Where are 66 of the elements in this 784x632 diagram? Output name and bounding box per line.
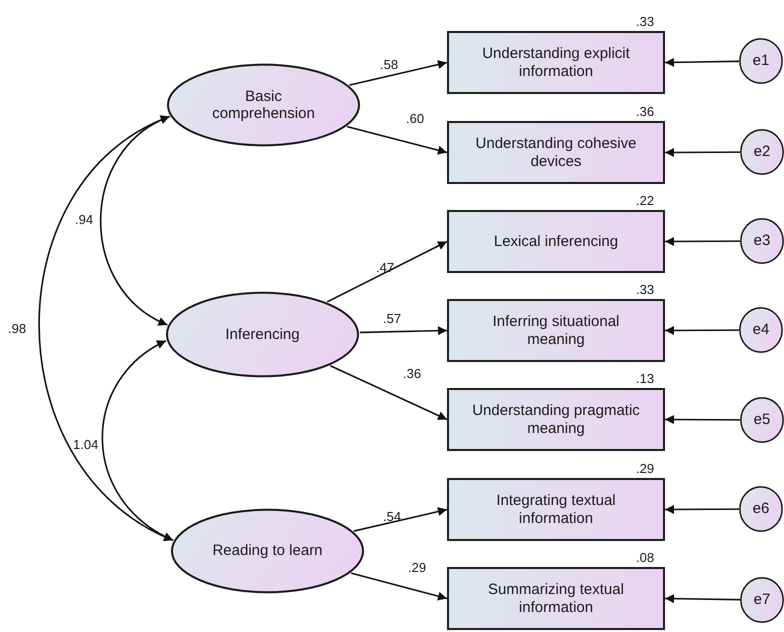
node-label: Reading to learn <box>212 542 323 560</box>
edge-label: 1.04 <box>73 438 98 451</box>
observed-variable-box <box>447 299 665 362</box>
node-label: e4 <box>752 321 770 339</box>
observed-variable-box <box>447 478 665 541</box>
arrow <box>665 415 740 424</box>
arrow <box>330 365 448 420</box>
node-label: Understanding explicit information <box>481 45 631 80</box>
arrow <box>665 148 740 157</box>
node-label: Summarizing textual information <box>487 581 625 616</box>
error-term-circle <box>739 38 783 84</box>
arrow <box>665 326 739 335</box>
latent-variable-ellipse <box>170 508 365 594</box>
node-label: Basic comprehension <box>211 88 316 122</box>
arrow <box>349 60 448 86</box>
edge-label: .57 <box>383 312 402 325</box>
edge-label: .29 <box>408 561 426 574</box>
node-label: Understanding pragmatic meaning <box>471 402 641 437</box>
node-label: e1 <box>752 52 770 70</box>
observed-variable-box <box>447 121 665 184</box>
edge-label: .36 <box>403 367 422 380</box>
latent-variable-ellipse <box>165 291 360 378</box>
edge-label: .94 <box>75 213 94 226</box>
observed-variable-box <box>447 388 665 451</box>
node-label: e7 <box>754 591 770 609</box>
error-term-circle <box>739 307 783 353</box>
arrow <box>102 340 174 541</box>
edge-label: .54 <box>383 510 402 523</box>
error-term-circle <box>740 577 784 623</box>
r-squared-value: .29 <box>636 462 654 475</box>
arrow <box>350 572 448 601</box>
r-squared-value: .08 <box>636 551 654 564</box>
arrow <box>664 594 740 604</box>
error-term-circle <box>740 129 784 175</box>
node-label: e3 <box>754 232 770 250</box>
observed-variable-box <box>447 567 665 630</box>
error-term-circle <box>740 218 784 264</box>
r-squared-value: .36 <box>636 105 654 118</box>
node-label: Inferencing <box>225 326 300 344</box>
arrow <box>665 504 739 514</box>
node-label: Lexical inferencing <box>494 232 618 250</box>
edge-label: .60 <box>406 112 424 125</box>
latent-variable-ellipse <box>166 63 361 147</box>
r-squared-value: .33 <box>636 15 654 28</box>
r-squared-value: .33 <box>636 283 654 296</box>
node-label: e2 <box>754 143 770 161</box>
error-term-circle <box>740 397 784 443</box>
edge-label: .47 <box>376 261 394 274</box>
arrow <box>360 326 448 336</box>
observed-variable-box <box>447 210 665 273</box>
arrow <box>664 58 740 67</box>
arrow <box>665 236 740 246</box>
r-squared-value: .13 <box>636 372 654 385</box>
arrow <box>326 240 448 303</box>
error-term-circle <box>739 486 783 532</box>
arrow <box>354 507 448 532</box>
node-label: Inferring situational meaning <box>492 313 620 348</box>
node-label: e6 <box>752 500 770 518</box>
observed-variable-box <box>447 31 665 94</box>
node-label: Integrating textual information <box>495 492 617 527</box>
arrow <box>346 126 448 155</box>
node-label: Understanding cohesive devices <box>474 135 638 170</box>
node-label: e5 <box>754 411 770 429</box>
r-squared-value: .22 <box>636 194 654 207</box>
edge-label: .98 <box>8 322 26 335</box>
edge-label: .58 <box>380 58 398 71</box>
